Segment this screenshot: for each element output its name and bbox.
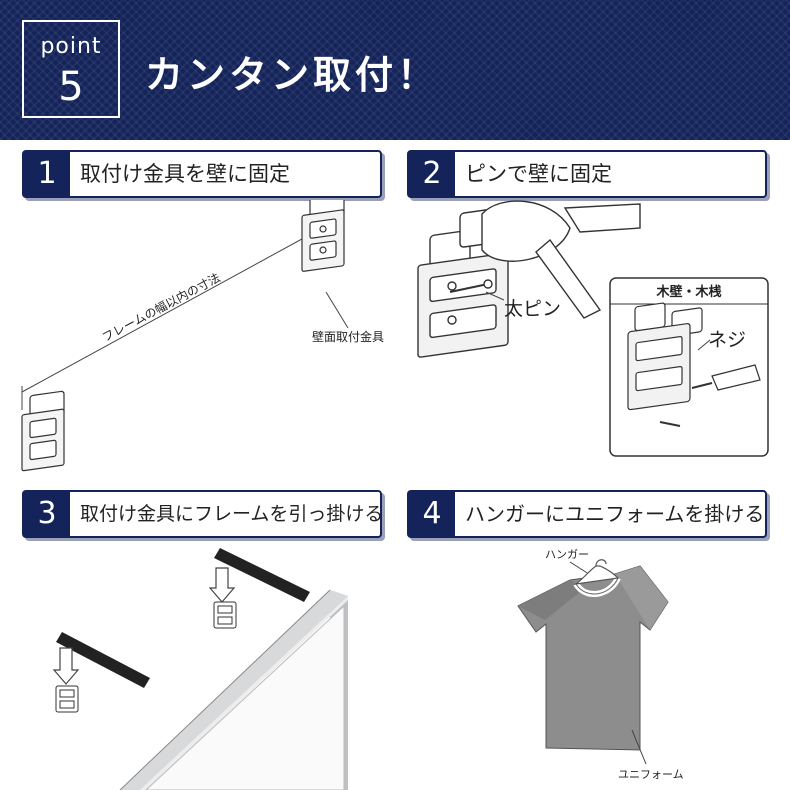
step-3-number: 3: [24, 492, 70, 536]
step-2-number: 2: [409, 152, 455, 196]
inset-title: 木壁・木桟: [655, 284, 721, 300]
bar-left: [56, 632, 150, 688]
inset-wood-wall: 木壁・木桟 ネジ: [609, 277, 769, 457]
bracket-label: 壁面取付金具: [312, 329, 384, 344]
uniform-label: ユニフォーム: [618, 768, 684, 781]
step-4-illustration: ハンガー ユニフォーム: [400, 540, 790, 790]
hanger-label: ハンガー: [545, 548, 589, 561]
screwdriver-icon: [691, 364, 761, 391]
bracket-right-icon: [301, 200, 345, 272]
bracket-small-icon: [55, 601, 237, 713]
dimension-label: フレームの幅以内の寸法: [99, 270, 222, 345]
hammer-icon: [481, 200, 641, 319]
tshirt-icon: [517, 565, 669, 751]
arrow-down-icon: [52, 567, 236, 685]
step-4-number: 4: [409, 492, 455, 536]
screw-label: ネジ: [708, 329, 746, 351]
step-1-number: 1: [24, 152, 70, 196]
step-1-illustration: フレームの幅以内の寸法 壁面取付金具: [0, 200, 400, 490]
page-title: カンタン取付！: [145, 53, 440, 97]
hanger-icon: [573, 559, 620, 585]
step-3-label: 取付け金具にフレームを引っ掛ける: [80, 503, 384, 525]
step-3-illustration: [0, 540, 400, 790]
bar-top: [214, 548, 310, 602]
step-3-header: 3 取付け金具にフレームを引っ掛ける: [22, 490, 384, 538]
pin-label: 太ピン: [504, 298, 561, 320]
header-banner: point 5 カンタン取付！: [0, 0, 790, 140]
step-2-illustration: 太ピン 木壁・木桟 ネジ: [400, 200, 790, 470]
point-number: 5: [58, 64, 84, 110]
step-1-label: 取付け金具を壁に固定: [80, 162, 290, 186]
step-2-label: ピンで壁に固定: [465, 162, 612, 186]
step-4-label: ハンガーにユニフォームを掛ける: [465, 502, 765, 526]
step-4-header: 4 ハンガーにユニフォームを掛ける: [407, 490, 767, 538]
bracket-left-icon: [21, 390, 65, 472]
point-badge: point 5: [22, 20, 120, 118]
step-2-header: 2 ピンで壁に固定: [407, 150, 767, 198]
step-1-header: 1 取付け金具を壁に固定: [22, 150, 382, 198]
inset-bracket-icon: [627, 302, 703, 411]
dimension-line: [21, 215, 345, 393]
point-word: point: [40, 34, 102, 59]
frame-icon: [119, 589, 348, 790]
